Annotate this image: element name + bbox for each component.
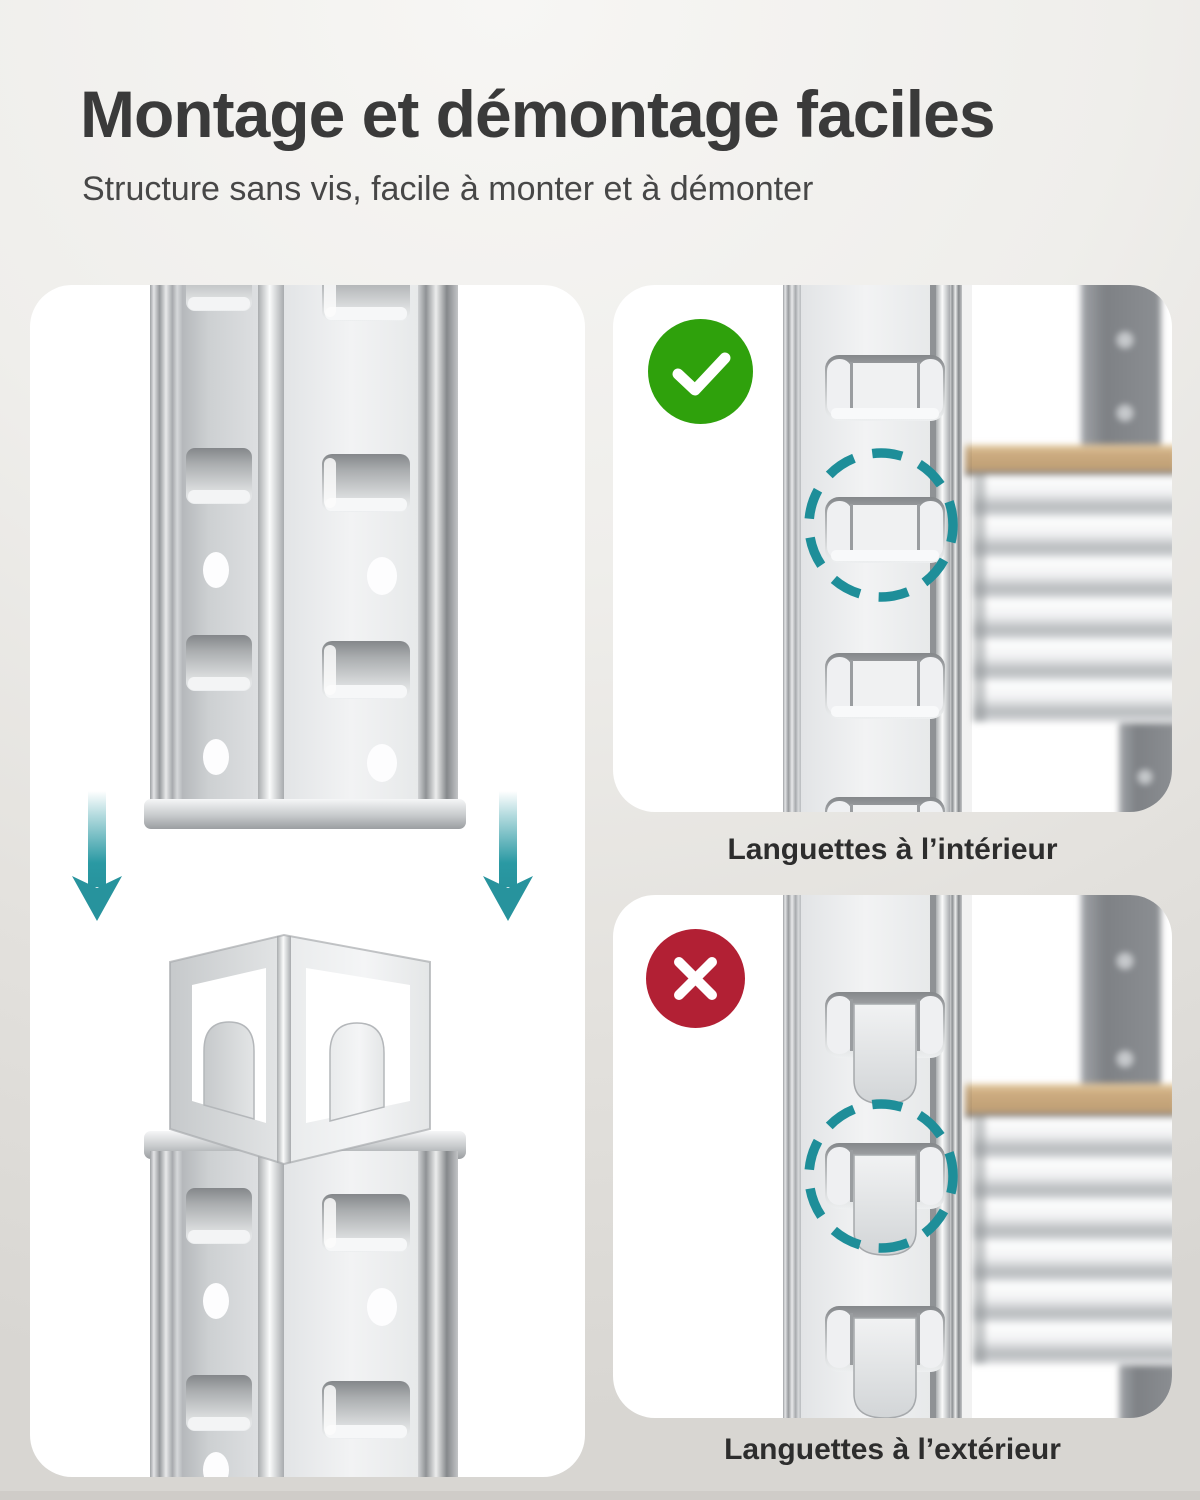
panel-correct-assembly: [613, 285, 1172, 812]
caption-tabs-outside: Languettes à l’extérieur: [724, 1433, 1061, 1466]
check-icon: [648, 319, 753, 424]
post-rail: [783, 285, 972, 812]
tabs-inside-illustration: [783, 285, 1172, 812]
panel-incorrect-assembly: [613, 895, 1172, 1418]
tabs-outside-illustration: [783, 895, 1172, 1418]
caption-tabs-inside: Languettes à l’intérieur: [727, 833, 1058, 866]
corner-connector: [169, 933, 431, 1166]
down-arrow-icon-left: [72, 791, 122, 921]
post-rail: [783, 895, 972, 1418]
down-arrow-icon-right: [483, 791, 533, 921]
blurred-shelf-background: [965, 285, 1172, 812]
highlight-dashed-circle: [804, 448, 958, 602]
bottom-edge-shadow: [0, 1491, 1200, 1500]
lower-post-section: [144, 1131, 466, 1477]
highlight-dashed-circle: [804, 1099, 958, 1253]
page-subtitle: Structure sans vis, facile à monter et à…: [82, 170, 814, 208]
blurred-shelf-background: [965, 895, 1172, 1418]
upper-post-section: [144, 285, 466, 829]
page-title: Montage et démontage faciles: [80, 77, 996, 151]
cross-icon: [646, 929, 745, 1028]
exploded-post-illustration: [72, 285, 533, 1477]
panel-exploded-view: [30, 285, 585, 1477]
